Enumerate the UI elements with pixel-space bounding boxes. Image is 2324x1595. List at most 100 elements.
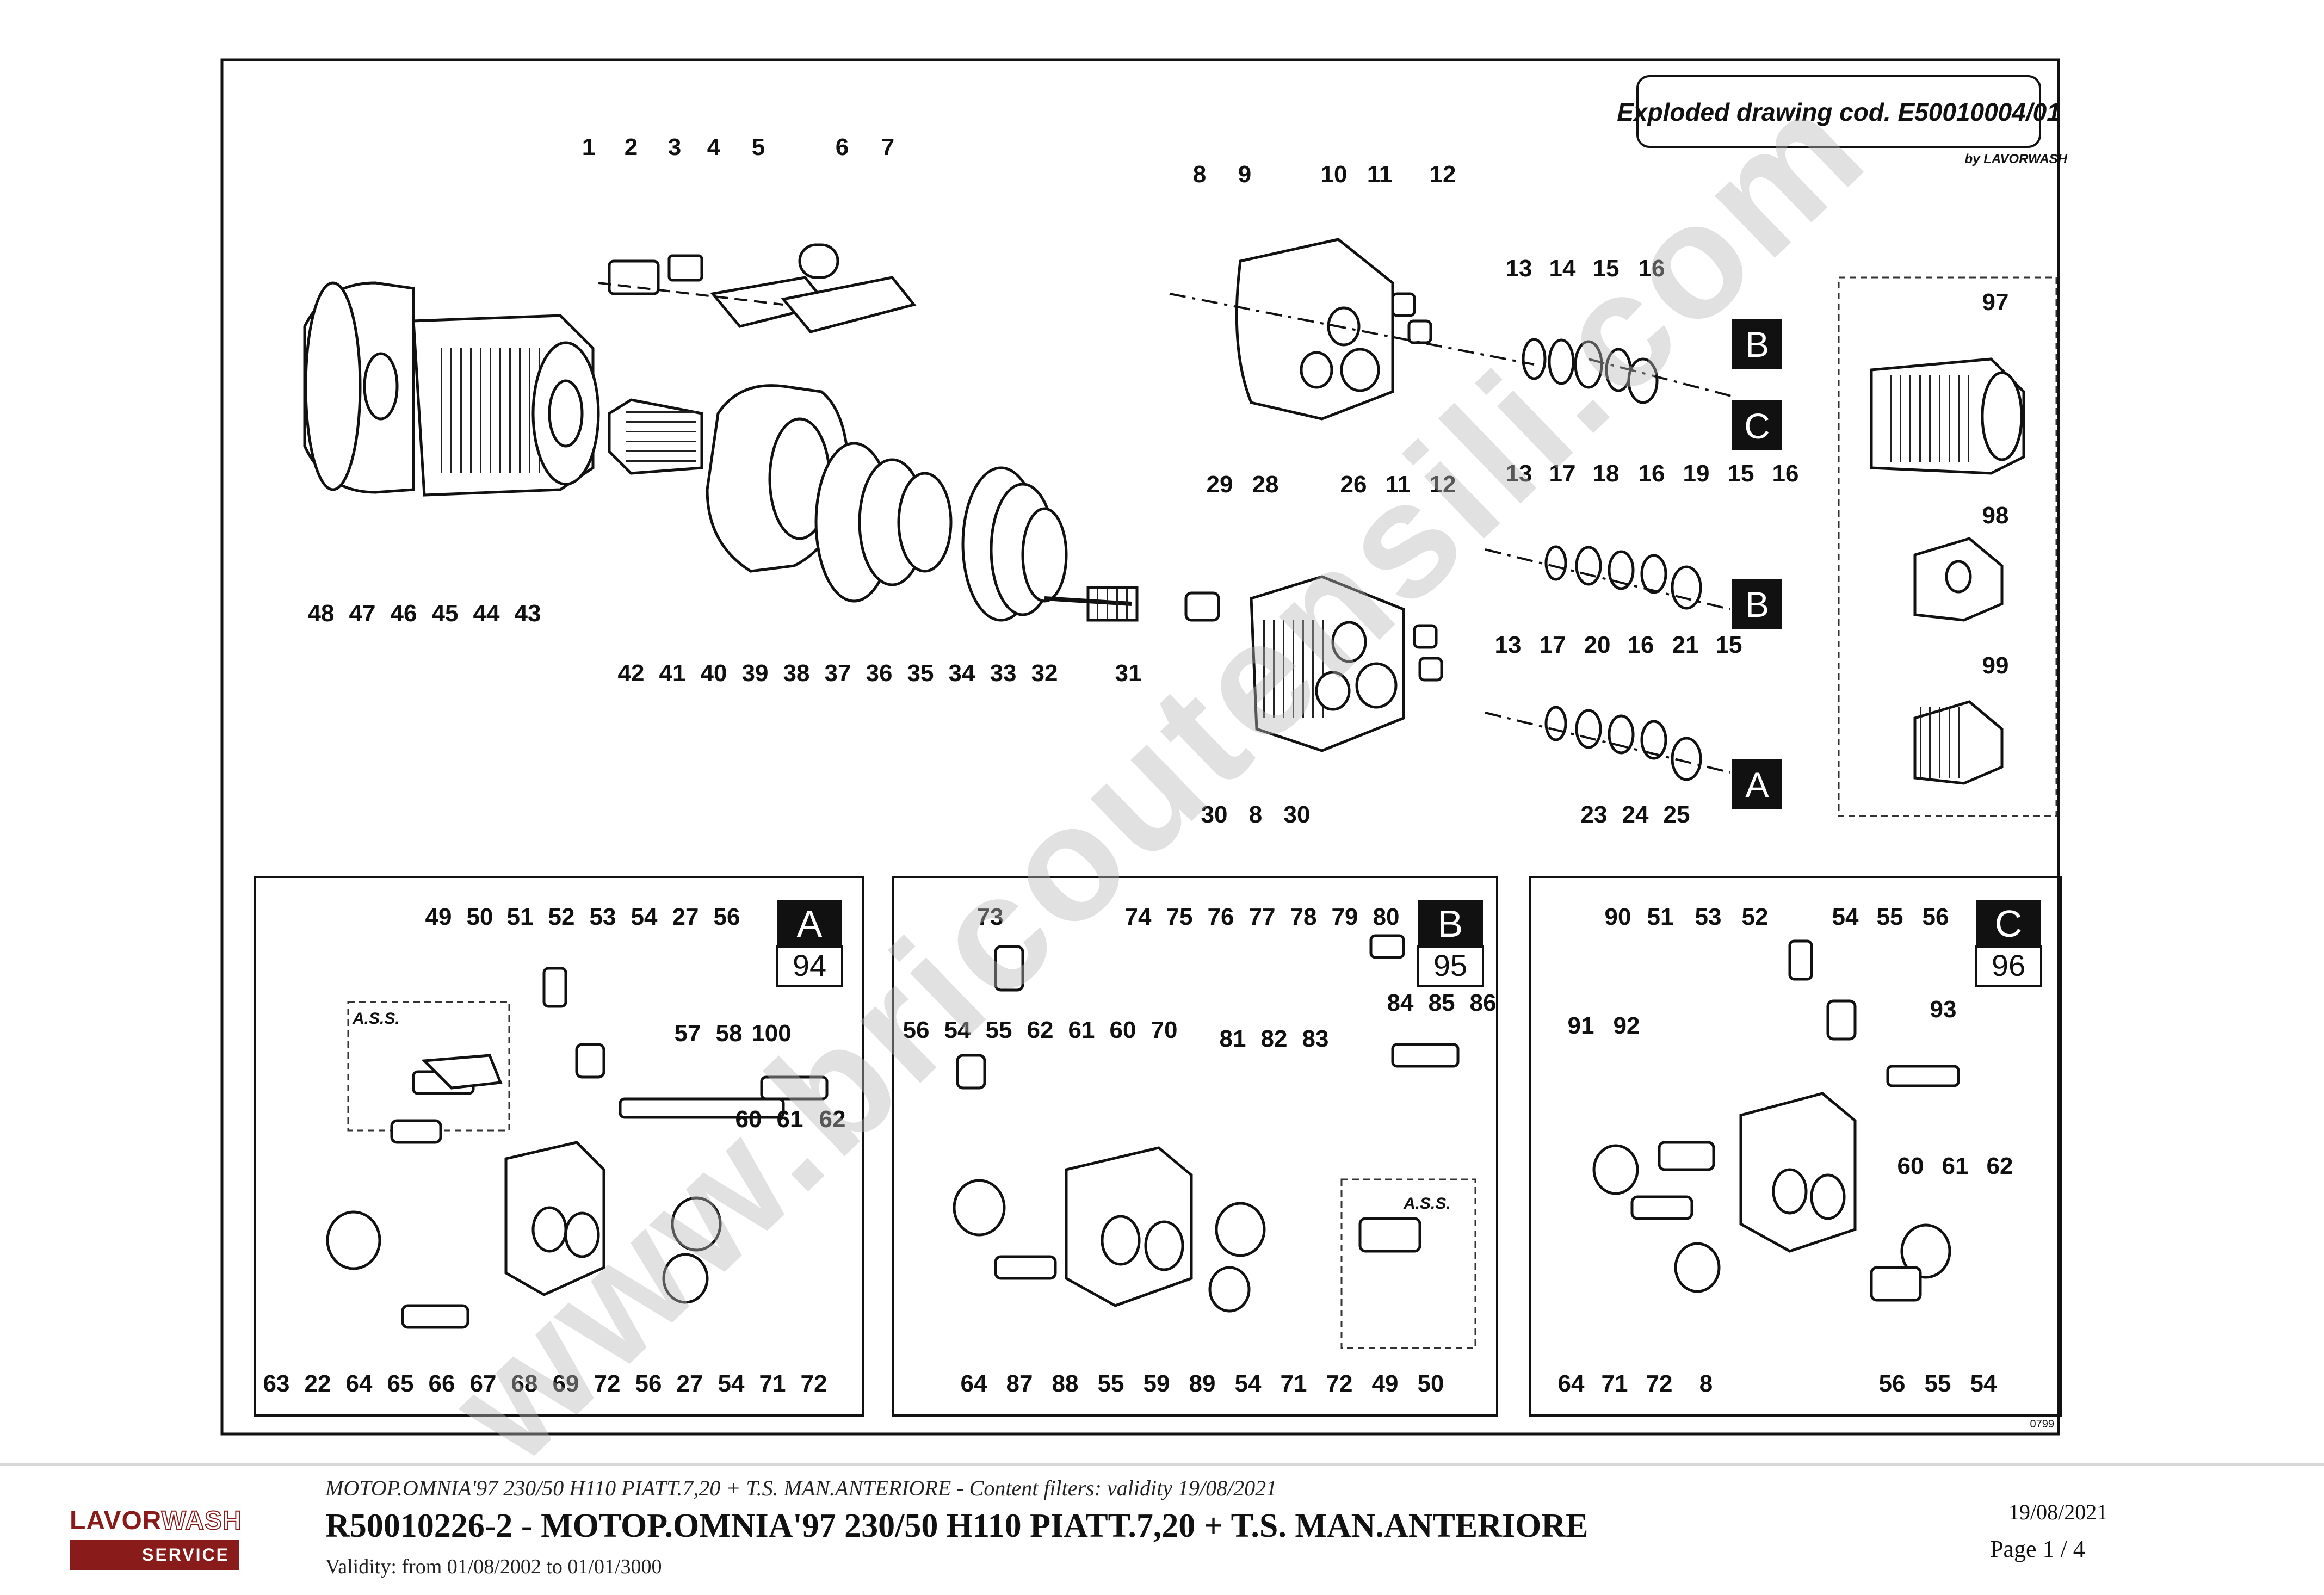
part-number-label: 24 (1622, 801, 1649, 828)
panel-part-number-label: 59 (1144, 1370, 1170, 1397)
panel-b-frame (892, 876, 1498, 1417)
panel-part-number-label: 51 (507, 904, 534, 930)
panel-part-number-label: 54 (1832, 904, 1859, 930)
panel-part-number-label: 27 (677, 1370, 703, 1397)
part-number-label: 13 (1506, 255, 1532, 282)
logo-wordmark: LAVORWASH (70, 1506, 242, 1536)
panel-part-number-label: 70 (1151, 1017, 1178, 1043)
capacitor-assembly (598, 243, 917, 333)
panel-part-number-label: 55 (986, 1017, 1012, 1043)
panel-part-number-label: 64 (346, 1370, 373, 1397)
panel-part-number-label: 54 (1235, 1370, 1262, 1397)
panel-letter: A (797, 902, 823, 945)
part-number-label: 6 (836, 134, 849, 160)
part-number-label: 15 (1716, 632, 1742, 658)
panel-part-number-label: 77 (1249, 904, 1276, 930)
part-number-label: 11 (1386, 471, 1411, 498)
panel-part-number-label: 84 (1387, 990, 1414, 1016)
panel-a-frame (254, 876, 864, 1417)
panel-part-number-label: 83 (1302, 1025, 1329, 1052)
panel-part-number-label: 62 (819, 1106, 846, 1133)
panel-part-number-label: 52 (548, 904, 575, 930)
panel-part-number-label: 79 (1332, 904, 1358, 930)
panel-part-number-label: 56 (714, 904, 740, 930)
logo-part2: WASH (161, 1506, 242, 1536)
panel-part-number-label: 68 (511, 1370, 538, 1397)
part-number-label: 40 (701, 660, 727, 687)
logo-service-bar: SERVICE (70, 1540, 239, 1570)
lavorwash-logo: LAVORWASH SERVICE (70, 1506, 242, 1571)
panel-part-number-label: 71 (759, 1370, 786, 1397)
panel-letter-box (1418, 900, 1483, 947)
panel-part-number-label: 63 (263, 1370, 290, 1397)
letter-callout-text: B (1745, 584, 1769, 625)
letter-callout-box (1732, 400, 1782, 450)
part-number-label: 10 (1321, 161, 1348, 188)
footer-title: R50010226-2 - MOTOP.OMNIA'97 230/50 H110… (325, 1507, 1589, 1544)
panel-part-number-label: 58 (716, 1020, 743, 1047)
panel-part-number-label: 56 (635, 1370, 662, 1397)
part-number-label: 98 (1982, 502, 2009, 529)
part-number-label: 48 (308, 600, 335, 627)
part-number-label: 23 (1581, 801, 1608, 828)
part-number-label: 13 (1495, 632, 1522, 658)
part-number-label: 1 (582, 134, 595, 160)
part-number-label: 16 (1639, 255, 1665, 282)
part-number-label: 33 (990, 660, 1017, 687)
panel-part-number-label: 71 (1602, 1370, 1628, 1397)
part-number-label: 39 (742, 660, 769, 687)
panel-part-number-label: 93 (1930, 996, 1957, 1023)
part-number-label: 19 (1683, 460, 1710, 487)
panel-part-number-label: 66 (429, 1370, 455, 1397)
panel-c-parts (1592, 939, 1960, 1302)
panel-part-number-label: 55 (1877, 904, 1903, 930)
panel-part-number-label: 69 (553, 1370, 579, 1397)
panel-number-box (776, 945, 843, 987)
panel-part-number-label: 57 (675, 1020, 701, 1047)
panel-part-number-label: 100 (751, 1020, 791, 1047)
panel-letter: C (1995, 902, 2023, 945)
panel-part-number-label: 75 (1166, 904, 1193, 930)
part-number-label: 12 (1430, 471, 1456, 498)
panel-part-number-label: 71 (1281, 1370, 1307, 1397)
footer-subtitle: MOTOP.OMNIA'97 230/50 H110 PIATT.7,20 + … (325, 1476, 1277, 1500)
letter-callout-box (1732, 759, 1782, 809)
logo-service: SERVICE (142, 1545, 230, 1565)
panel-part-number-label: 55 (1925, 1370, 1951, 1397)
footer-separator (0, 1463, 2324, 1466)
part-number-label: 7 (881, 134, 894, 160)
part-number-label: 21 (1672, 632, 1699, 658)
part-number-label: 17 (1549, 460, 1576, 487)
footer-date: 19/08/2021 (2008, 1500, 2108, 1524)
part-number-label: 16 (1772, 460, 1799, 487)
panel-part-number-label: 61 (1942, 1153, 1969, 1179)
part-number-label: 45 (432, 600, 459, 627)
panel-number: 94 (793, 948, 826, 982)
panel-part-number-label: 54 (944, 1017, 971, 1043)
part-number-label: 15 (1728, 460, 1754, 487)
panel-part-number-label: 27 (672, 904, 699, 930)
panel-part-number-label: 80 (1373, 904, 1400, 930)
part-number-label: 25 (1664, 801, 1690, 828)
part-number-label: 38 (783, 660, 810, 687)
part-number-label: 14 (1549, 255, 1576, 282)
panel-part-number-label: 49 (1372, 1370, 1399, 1397)
part-number-label: 5 (752, 134, 765, 160)
panel-part-number-label: 82 (1261, 1025, 1288, 1052)
panel-part-number-label: 60 (1110, 1017, 1136, 1043)
panel-part-number-label: 89 (1189, 1370, 1216, 1397)
panel-part-number-label: 78 (1290, 904, 1317, 930)
part-number-label: 4 (707, 134, 721, 160)
part-number-label: 43 (515, 600, 541, 627)
ass-label: A.S.S. (1403, 1195, 1451, 1213)
part-number-label: 8 (1249, 801, 1262, 828)
part-number-label: 46 (391, 600, 417, 627)
part-number-label: 31 (1115, 660, 1142, 687)
letter-callout-text: B (1745, 324, 1769, 364)
panel-part-number-label: 73 (977, 904, 1004, 930)
panel-part-number-label: 56 (1879, 1370, 1906, 1397)
logo-part1: LAVOR (70, 1506, 162, 1535)
part-number-label: 44 (473, 600, 500, 627)
